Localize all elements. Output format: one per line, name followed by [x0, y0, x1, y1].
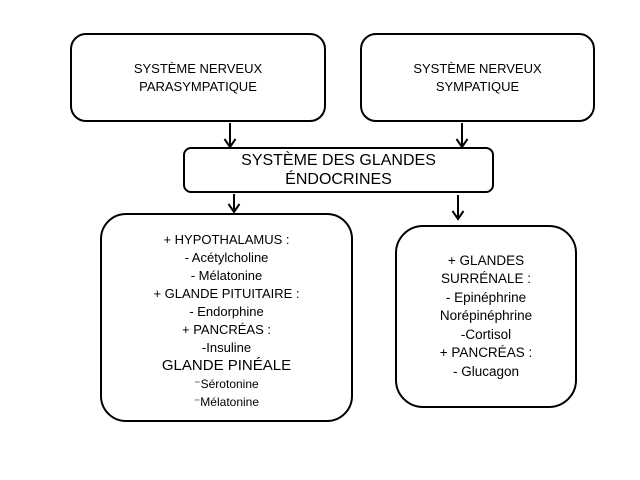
node-text-line: + HYPOTHALAMUS : [163, 231, 290, 247]
node-text-line: -Cortisol [460, 326, 512, 342]
node-text-line: -Insuline [201, 339, 252, 355]
node-text-line: SURRÉNALE : [440, 271, 532, 287]
node-text-line: + PANCRÉAS : [439, 345, 533, 361]
node-parasympathetic-nervous-system: SYSTÈME NERVEUX PARASYMPATIQUE [70, 33, 326, 122]
node-text-line: ÉNDOCRINES [285, 171, 392, 188]
node-sympathetic-glands-list: + GLANDES SURRÉNALE : - Epinéphrine Noré… [395, 225, 577, 408]
node-text-line: SYSTÈME NERVEUX [413, 60, 542, 76]
node-text-line: - Mélatonine [190, 267, 263, 283]
node-parasympathetic-glands-list: + HYPOTHALAMUS : - Acétylcholine - Mélat… [100, 213, 353, 422]
node-text-line: + PANCRÉAS : [182, 321, 271, 337]
node-text-line: ⁻Mélatonine [193, 394, 260, 409]
node-text-line: SYSTÈME NERVEUX [133, 60, 263, 76]
arrow-parasympathetic-to-endocrine [223, 123, 237, 149]
node-text-line: - Epinéphrine [445, 289, 527, 305]
node-sympathetic-nervous-system: SYSTÈME NERVEUX SYMPATIQUE [360, 33, 595, 122]
node-text-line: - Acétylcholine [184, 249, 269, 265]
arrow-endocrine-to-right-glands [451, 195, 465, 221]
node-text-line: - Glucagon [452, 363, 520, 379]
node-text-line: PARASYMPATIQUE [139, 78, 257, 94]
node-text-line: Norépinéphrine [439, 308, 533, 324]
node-text-line: + GLANDES [447, 252, 525, 268]
node-text-line: ⁻Sérotonine [194, 376, 259, 391]
arrow-endocrine-to-left-glands [227, 194, 241, 214]
node-text-line: + GLANDE PITUITAIRE : [153, 285, 300, 301]
node-text-line: SYMPATIQUE [435, 78, 520, 94]
node-endocrine-gland-system: SYSTÈME DES GLANDES ÉNDOCRINES [183, 147, 494, 193]
arrow-sympathetic-to-endocrine [455, 123, 469, 149]
node-text-line: GLANDE PINÉALE [161, 356, 292, 374]
node-text-line: SYSTÈME DES GLANDES [241, 152, 436, 169]
node-text-line: - Endorphine [189, 303, 264, 319]
